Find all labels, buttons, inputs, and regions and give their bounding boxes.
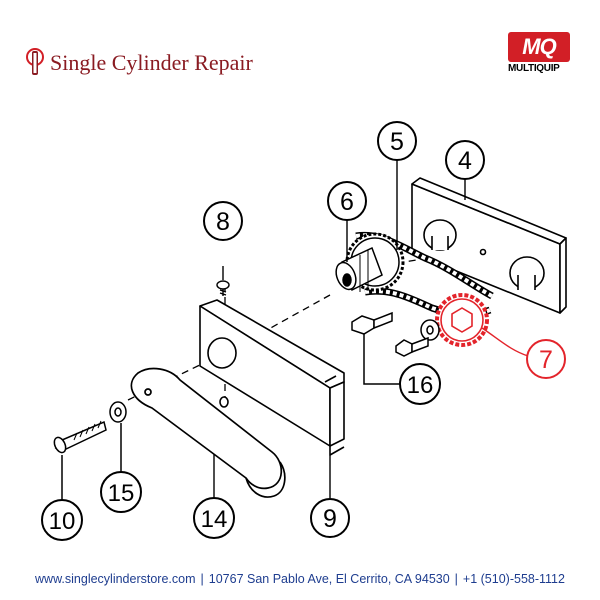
callout-7[interactable]: 7 bbox=[526, 339, 566, 379]
part-8-screw bbox=[216, 266, 230, 296]
part-16-bolts bbox=[351, 311, 440, 385]
footer-website-link[interactable]: www.singlecylinderstore.com bbox=[35, 572, 196, 586]
footer-contact: www.singlecylinderstore.com | 10767 San Pa… bbox=[0, 572, 600, 586]
part-6-sprocket-shaft bbox=[335, 232, 405, 292]
site-brand[interactable]: Single Cylinder Repair bbox=[26, 48, 253, 78]
part-7-sprocket bbox=[435, 293, 529, 357]
leader-lines bbox=[346, 160, 466, 262]
callout-label-5: 5 bbox=[390, 128, 404, 156]
callout-6[interactable]: 6 bbox=[327, 181, 367, 221]
callout-label-8: 8 bbox=[216, 208, 230, 236]
callout-16[interactable]: 16 bbox=[399, 363, 441, 405]
footer-phone[interactable]: +1 (510)-558-1112 bbox=[462, 572, 565, 586]
callout-5[interactable]: 5 bbox=[377, 121, 417, 161]
part-9-cover bbox=[199, 299, 345, 498]
footer-separator: | bbox=[454, 572, 458, 586]
callout-label-6: 6 bbox=[340, 188, 354, 216]
callout-label-14: 14 bbox=[201, 506, 228, 533]
part-10-long-bolt bbox=[53, 420, 107, 500]
single-cylinder-logo-icon bbox=[26, 48, 44, 75]
multiquip-wordmark: MULTIQUIP bbox=[508, 63, 560, 74]
part-4-back-plate bbox=[411, 177, 567, 314]
part-14-lever-arm bbox=[130, 367, 286, 498]
multiquip-logo: MQ MULTIQUIP bbox=[508, 32, 572, 74]
callout-4[interactable]: 4 bbox=[445, 140, 485, 180]
footer-address: 10767 San Pablo Ave, El Cerrito, CA 9453… bbox=[208, 572, 450, 586]
callout-14[interactable]: 14 bbox=[193, 497, 235, 539]
footer-separator: | bbox=[200, 572, 204, 586]
callout-8[interactable]: 8 bbox=[203, 201, 243, 241]
callout-label-16: 16 bbox=[407, 372, 434, 399]
site-title: Single Cylinder Repair bbox=[50, 50, 253, 75]
callout-label-10: 10 bbox=[49, 508, 76, 535]
part-15-washer bbox=[109, 401, 127, 472]
callout-label-4: 4 bbox=[458, 147, 472, 175]
callout-10[interactable]: 10 bbox=[41, 499, 83, 541]
callout-9[interactable]: 9 bbox=[310, 498, 350, 538]
callout-label-9: 9 bbox=[323, 505, 337, 533]
mq-logo-mark: MQ bbox=[508, 32, 570, 62]
callout-label-7: 7 bbox=[539, 346, 553, 374]
callout-label-15: 15 bbox=[108, 480, 135, 507]
callout-15[interactable]: 15 bbox=[100, 471, 142, 513]
